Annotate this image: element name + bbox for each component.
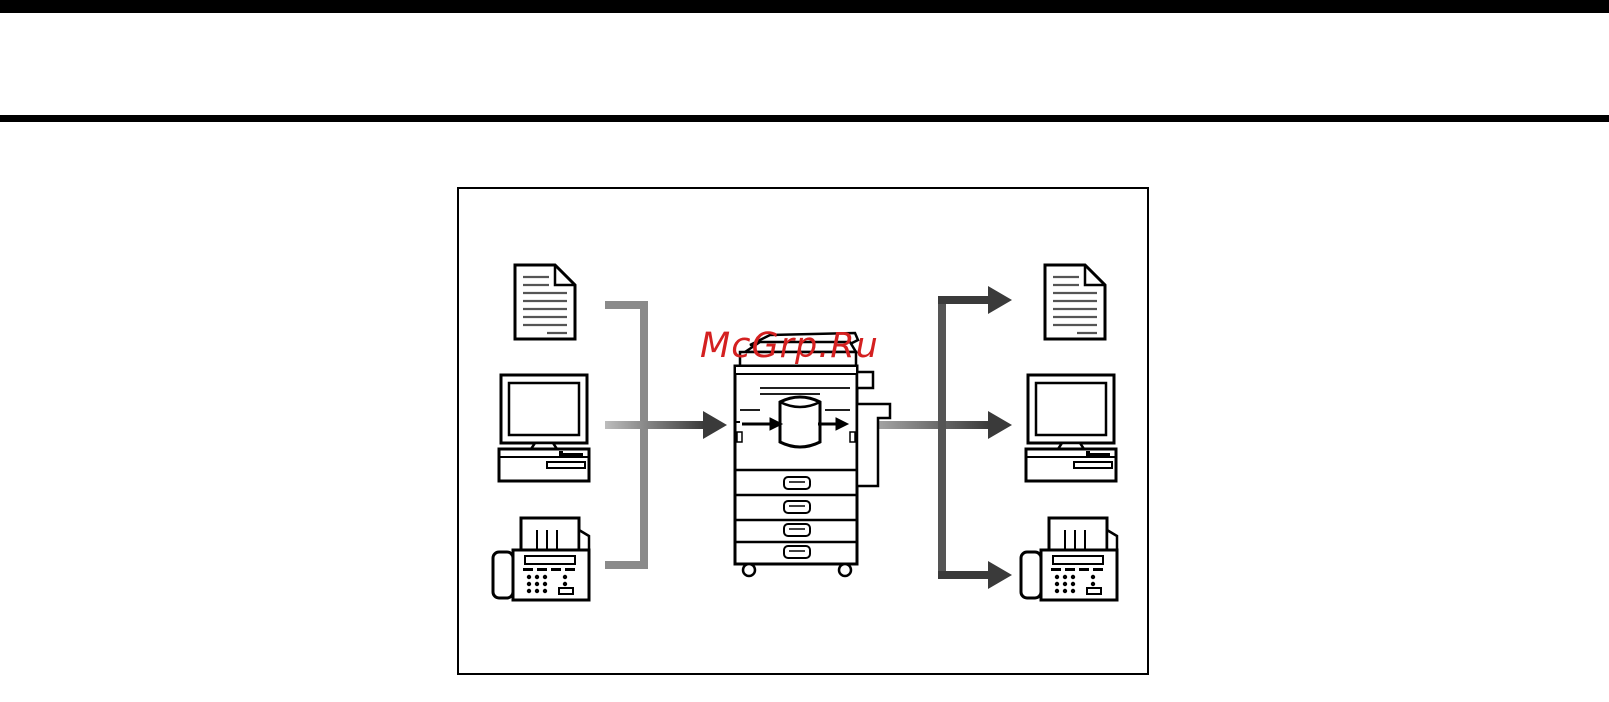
output-arrow-middle-icon: [988, 411, 1012, 439]
input-computer-icon: [499, 375, 589, 481]
output-arrow-bottom-icon: [988, 561, 1012, 589]
watermark-text: McGrp.Ru: [700, 326, 879, 366]
input-fax-machine-icon: [493, 518, 589, 600]
input-document-icon: [515, 265, 575, 339]
output-document-icon: [1045, 265, 1105, 339]
printer-hard-disk-icon: [735, 333, 890, 576]
output-fax-machine-icon: [1021, 518, 1117, 600]
output-computer-icon: [1026, 375, 1116, 481]
output-arrow-top-icon: [988, 286, 1012, 314]
output-connector: [865, 286, 1012, 589]
input-arrow-icon: [703, 411, 727, 439]
